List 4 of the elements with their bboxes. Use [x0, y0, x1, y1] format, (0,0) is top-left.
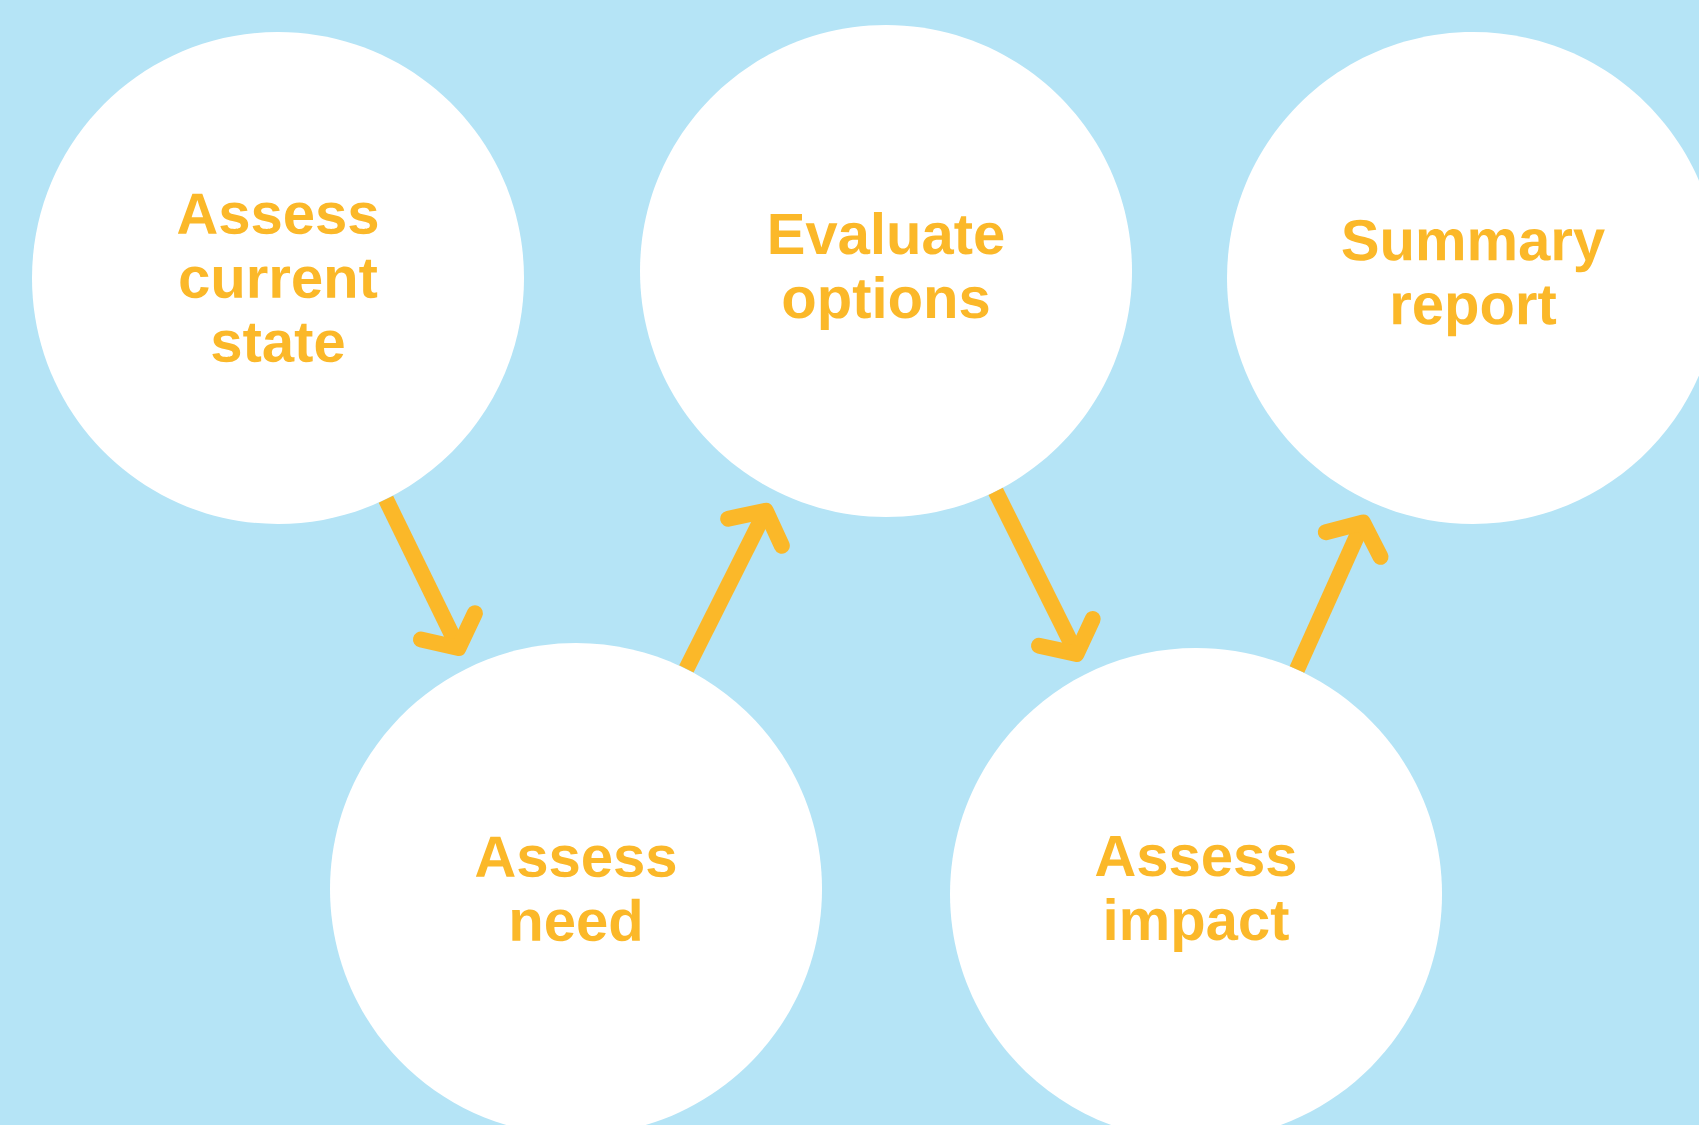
arrow: [679, 502, 790, 673]
arrow: [1289, 514, 1389, 673]
arrow: [988, 487, 1101, 662]
arrow: [378, 495, 483, 656]
